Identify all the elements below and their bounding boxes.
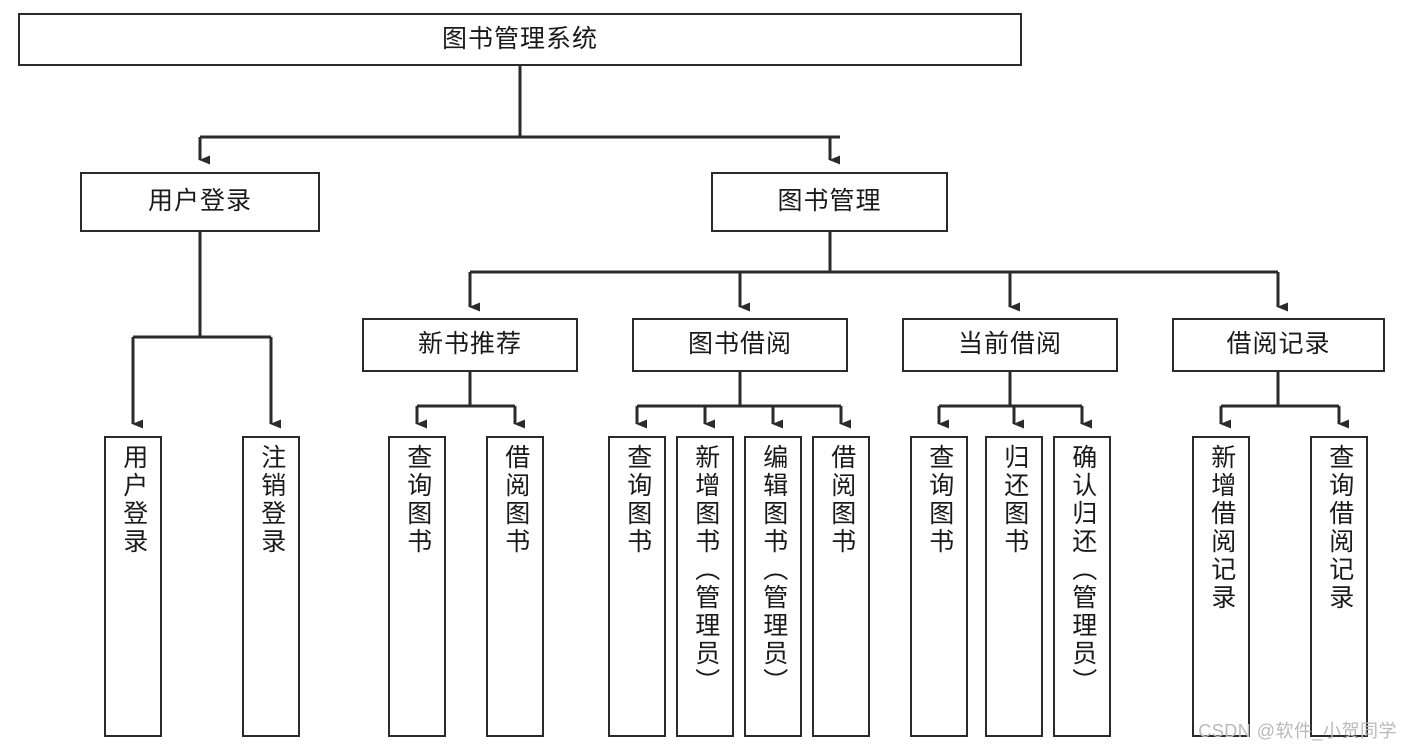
node-new-book-recommend[interactable]: 新书推荐 — [362, 318, 578, 372]
node-root[interactable]: 图书管理系统 — [18, 13, 1022, 66]
node-leaf-query-book-3-label: 查询图书 — [925, 444, 954, 556]
node-leaf-add-borrow-record-label: 新增借阅记录 — [1207, 444, 1236, 612]
node-new-book-recommend-label: 新书推荐 — [417, 330, 522, 359]
node-leaf-return-book-label: 归还图书 — [1000, 444, 1029, 556]
node-leaf-add-borrow-record[interactable]: 新增借阅记录 — [1192, 436, 1250, 737]
node-user-login-label: 用户登录 — [147, 187, 252, 216]
node-leaf-query-book-1-label: 查询图书 — [403, 444, 432, 556]
node-leaf-query-book-2-label: 查询图书 — [623, 444, 652, 556]
node-leaf-query-book-1[interactable]: 查询图书 — [388, 436, 446, 737]
node-leaf-borrow-book-1[interactable]: 借阅图书 — [486, 436, 544, 737]
node-leaf-user-logout-label: 注销登录 — [257, 444, 286, 556]
csdn-watermark: CSDN @软件_小贺同学 — [1198, 721, 1397, 741]
node-leaf-borrow-book-1-label: 借阅图书 — [501, 444, 530, 556]
node-leaf-user-logout[interactable]: 注销登录 — [242, 436, 300, 737]
node-leaf-edit-book-admin-label: 编辑图书（管理员） — [759, 444, 788, 696]
node-leaf-add-book-admin-label: 新增图书（管理员） — [691, 444, 720, 696]
node-current-borrow[interactable]: 当前借阅 — [902, 318, 1118, 372]
node-leaf-edit-book-admin[interactable]: 编辑图书（管理员） — [744, 436, 802, 737]
node-leaf-add-book-admin[interactable]: 新增图书（管理员） — [676, 436, 734, 737]
node-book-borrow[interactable]: 图书借阅 — [632, 318, 848, 372]
node-leaf-query-book-3[interactable]: 查询图书 — [910, 436, 968, 737]
node-leaf-confirm-return-admin[interactable]: 确认归还（管理员） — [1053, 436, 1111, 737]
node-leaf-return-book[interactable]: 归还图书 — [985, 436, 1043, 737]
node-leaf-user-login-label: 用户登录 — [119, 444, 148, 556]
node-leaf-query-borrow-record-label: 查询借阅记录 — [1325, 444, 1354, 612]
node-borrow-record-label: 借阅记录 — [1226, 330, 1331, 359]
node-borrow-record[interactable]: 借阅记录 — [1172, 318, 1385, 372]
node-book-manage[interactable]: 图书管理 — [711, 172, 948, 232]
node-leaf-borrow-book-2-label: 借阅图书 — [827, 444, 856, 556]
node-book-borrow-label: 图书借阅 — [687, 330, 792, 359]
node-leaf-query-borrow-record[interactable]: 查询借阅记录 — [1310, 436, 1368, 737]
node-book-manage-label: 图书管理 — [777, 187, 882, 216]
node-root-label: 图书管理系统 — [441, 24, 598, 53]
node-leaf-borrow-book-2[interactable]: 借阅图书 — [812, 436, 870, 737]
node-leaf-user-login[interactable]: 用户登录 — [104, 436, 162, 737]
node-user-login[interactable]: 用户登录 — [80, 172, 320, 232]
node-leaf-confirm-return-admin-label: 确认归还（管理员） — [1068, 444, 1097, 696]
node-current-borrow-label: 当前借阅 — [957, 330, 1062, 359]
node-leaf-query-book-2[interactable]: 查询图书 — [608, 436, 666, 737]
